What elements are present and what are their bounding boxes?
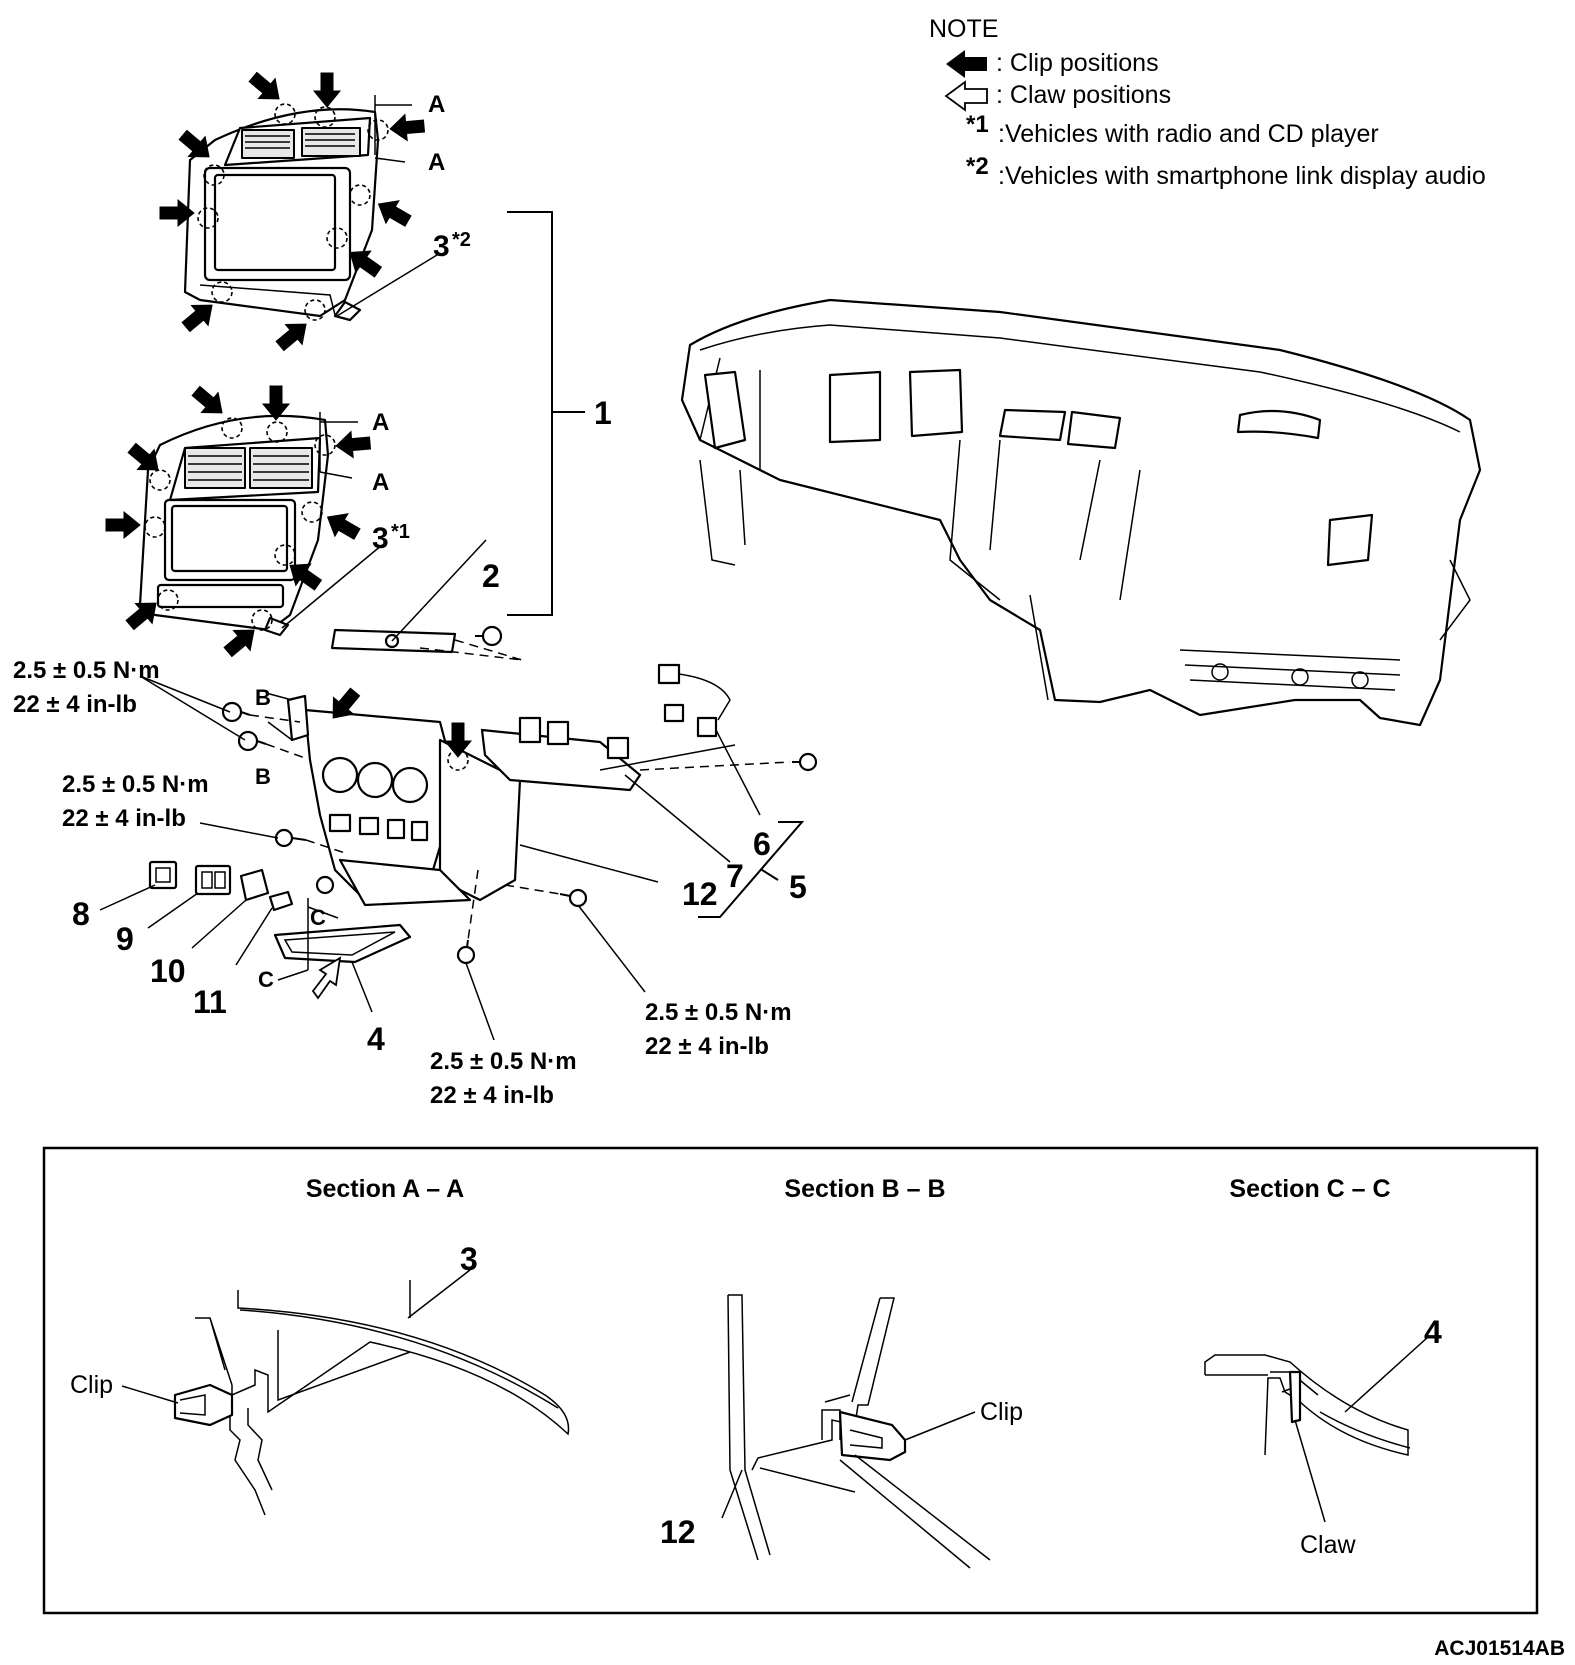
torque-spec-3: 2.5 ± 0.5 N·m 22 ± 4 in-lb <box>645 999 792 1060</box>
section-b-clip-label: Clip <box>980 1398 1023 1426</box>
section-mark-b: B <box>255 764 271 789</box>
callout-3-smartphone: 3 <box>433 230 450 263</box>
screw-icon <box>456 945 476 965</box>
torque-value: 2.5 ± 0.5 N·m <box>13 657 160 684</box>
callout-4: 4 <box>367 1021 385 1057</box>
screw-shank <box>559 893 571 897</box>
sections-frame <box>42 1146 1539 1615</box>
section-a-part-3: 3 <box>460 1241 478 1277</box>
screw-icon <box>237 730 259 752</box>
section-b-b-title: Section B – B <box>784 1175 945 1203</box>
section-c-claw-label: Claw <box>1300 1531 1357 1559</box>
callout-10: 10 <box>150 953 186 989</box>
section-mark-b: B <box>255 685 271 710</box>
torque-value: 22 ± 4 in-lb <box>62 805 186 832</box>
section-a-clip-label: Clip <box>70 1371 113 1399</box>
star1-text: :Vehicles with radio and CD player <box>998 120 1379 148</box>
torque-value: 2.5 ± 0.5 N·m <box>645 999 792 1026</box>
screw-icon <box>274 828 294 848</box>
section-c-part-4: 4 <box>1424 1314 1442 1350</box>
torque-value: 22 ± 4 in-lb <box>13 691 137 718</box>
torque-value: 22 ± 4 in-lb <box>645 1033 769 1060</box>
callout-9: 9 <box>116 921 134 957</box>
clip-arrow-icon <box>334 429 372 460</box>
section-mark-a: A <box>428 91 445 118</box>
claw-legend-label: : Claw positions <box>996 81 1171 109</box>
callout-5-bracket <box>698 821 805 918</box>
center-panel-radio-cd: A A 3 *1 <box>105 380 410 663</box>
section-c-c: Section C – C Claw 4 <box>1204 1175 1442 1559</box>
star2-mark: *2 <box>966 153 989 180</box>
section-mark-a: A <box>372 469 389 496</box>
section-mark-c: C <box>258 967 274 992</box>
section-a-a: Section A – A Clip 3 <box>70 1175 570 1516</box>
part-9-switch: 9 <box>116 864 232 957</box>
callout-3-radio: 3 <box>372 522 389 555</box>
screw-shank <box>466 939 469 948</box>
section-mark-c: C <box>310 905 326 930</box>
torque-value: 2.5 ± 0.5 N·m <box>62 771 209 798</box>
clip-arrow-icon <box>187 380 231 424</box>
callout-6: 6 <box>753 826 771 862</box>
section-mark-a: A <box>372 409 389 436</box>
torque-spec-1: 2.5 ± 0.5 N·m 22 ± 4 in-lb <box>13 657 160 718</box>
clip-arrow-icon <box>271 313 315 357</box>
note-legend: NOTE : Clip positions : Claw positions *… <box>929 15 1486 190</box>
note-title: NOTE <box>929 15 998 43</box>
clip-arrow-icon <box>313 72 341 108</box>
callout-11: 11 <box>193 984 227 1020</box>
callout-3-sup-1: *1 <box>391 521 410 543</box>
callout-1-bracket <box>507 211 585 616</box>
callout-7: 7 <box>726 858 744 894</box>
instrument-panel-dashboard <box>680 298 1482 727</box>
center-console-assembly: B B <box>255 683 791 907</box>
section-b-part-12: 12 <box>660 1514 696 1550</box>
callout-8: 8 <box>72 896 90 932</box>
section-c-c-title: Section C – C <box>1229 1175 1390 1203</box>
claw-arrow-icon <box>311 956 342 1000</box>
part-4-tray: C C 4 <box>258 898 412 1057</box>
star1-mark: *1 <box>966 111 989 138</box>
callout-12: 12 <box>682 876 718 912</box>
screw-icon <box>568 888 588 908</box>
part-8-switch: 8 <box>72 860 178 932</box>
callout-7-leader <box>624 774 731 863</box>
torque-value: 22 ± 4 in-lb <box>430 1082 554 1109</box>
clip-arrow-legend-icon <box>946 50 987 78</box>
clip-arrow-icon <box>388 112 426 143</box>
screw-icon <box>798 752 818 772</box>
part-10-connector: 10 <box>150 868 270 989</box>
torque-value: 2.5 ± 0.5 N·m <box>430 1048 577 1075</box>
callout-3-sup-2: *2 <box>452 229 471 251</box>
claw-arrow-legend-icon <box>944 80 988 112</box>
screw-shank <box>256 740 267 745</box>
section-b-b: Section B – B Clip 12 <box>660 1175 1023 1569</box>
torque-spec-4: 2.5 ± 0.5 N·m 22 ± 4 in-lb <box>430 1048 577 1109</box>
screw-shank <box>291 837 307 841</box>
callout-12-leader <box>519 844 659 883</box>
part-2-bracket: 2 <box>330 539 523 661</box>
center-panel-smartphone-audio: A A 3 *2 <box>159 66 471 357</box>
clip-arrow-icon <box>105 511 141 539</box>
clip-arrow-icon <box>244 66 288 110</box>
star2-text: :Vehicles with smartphone link display a… <box>998 162 1486 190</box>
screw-shank <box>240 711 251 716</box>
callout-2: 2 <box>482 558 500 594</box>
section-a-a-title: Section A – A <box>306 1175 464 1203</box>
section-mark-a: A <box>428 149 445 176</box>
torque-spec-2: 2.5 ± 0.5 N·m 22 ± 4 in-lb <box>62 771 209 832</box>
clip-arrow-icon <box>371 192 415 233</box>
part-6-harness: 6 <box>657 663 771 862</box>
clip-legend-label: : Clip positions <box>996 49 1159 77</box>
screw-icon <box>221 701 243 723</box>
part-11-socket: 11 <box>193 875 335 1020</box>
callout-1: 1 <box>594 395 612 431</box>
figure-code: ACJ01514AB <box>1434 1637 1565 1660</box>
clip-arrow-icon <box>320 505 364 546</box>
callout-5: 5 <box>789 869 807 905</box>
